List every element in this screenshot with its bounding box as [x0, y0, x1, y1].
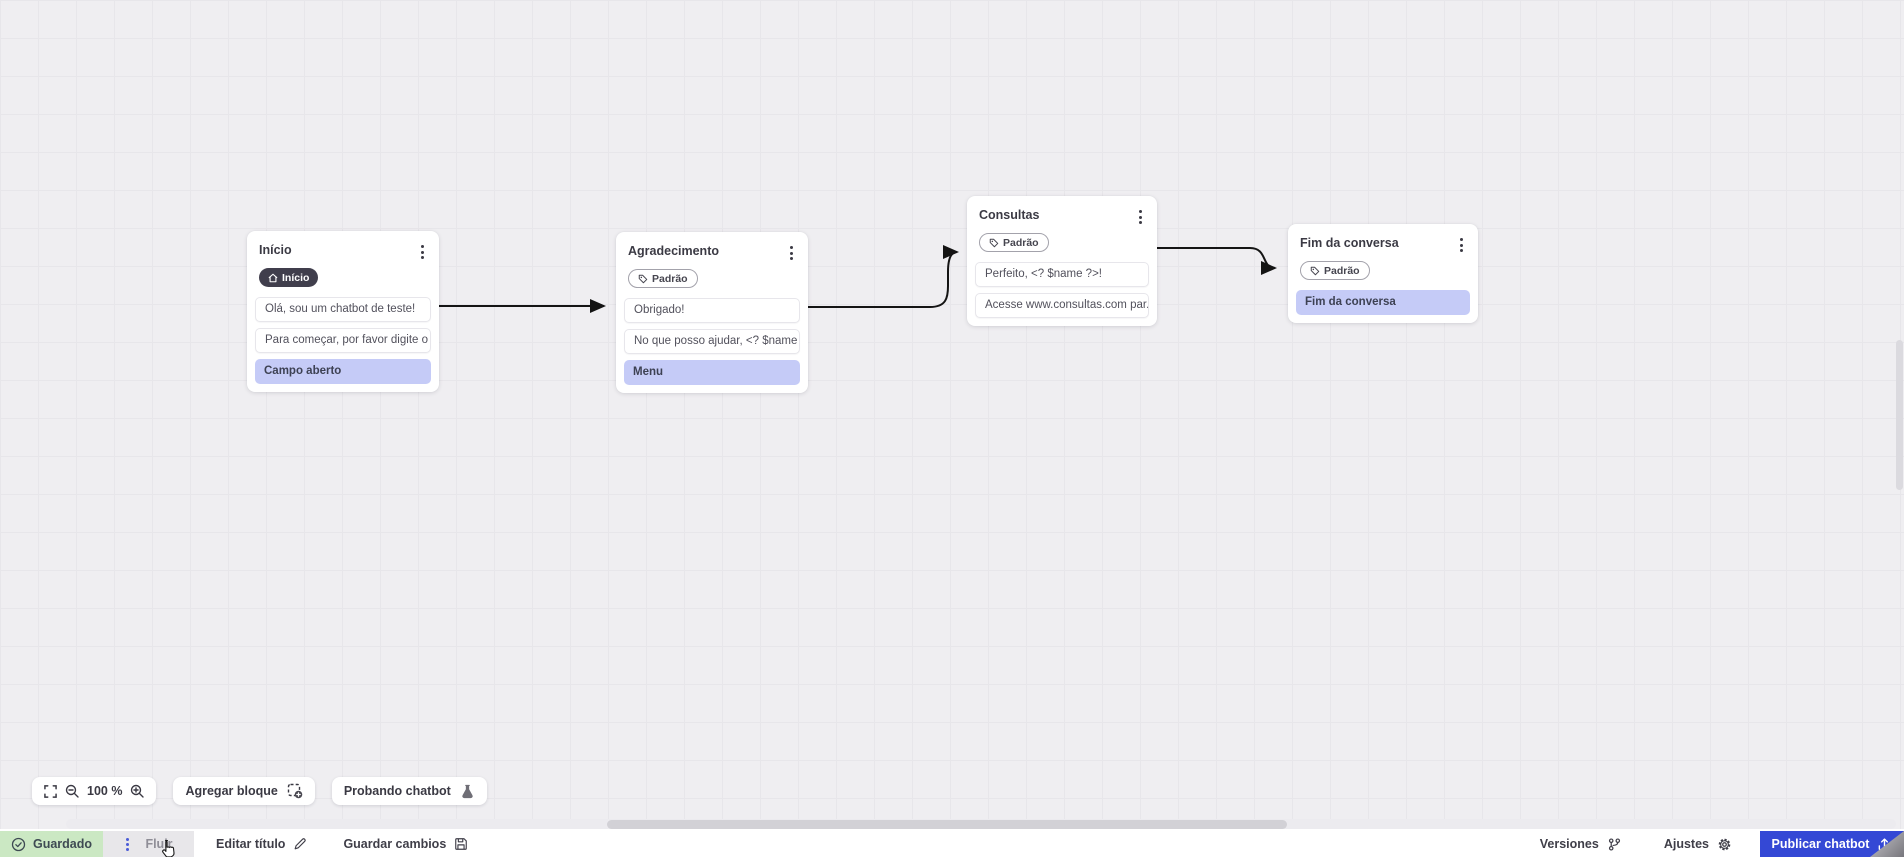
node-badge: Padrão [628, 269, 698, 288]
zoom-level: 100 % [87, 784, 123, 798]
flow-menu-icon[interactable] [124, 836, 131, 853]
node-menu-icon[interactable] [787, 244, 796, 262]
node-header: Fim da conversa Padrão [1288, 224, 1478, 281]
node-title: Início [259, 243, 292, 257]
node-badge: Padrão [1300, 261, 1370, 280]
gear-icon [1718, 838, 1731, 850]
tag-icon [989, 238, 999, 247]
node-inicio[interactable]: Início Início Olá, sou um chatbot de tes… [247, 231, 439, 392]
node-title: Agradecimento [628, 244, 719, 258]
node-menu-icon[interactable] [1457, 236, 1466, 254]
status-bar: Guardado Fluir Editar título Guardar cam… [0, 831, 1904, 857]
check-circle-icon [11, 837, 26, 851]
node-badge: Início [259, 268, 319, 287]
zoom-in-icon[interactable] [130, 784, 145, 798]
edit-title-button[interactable]: Editar título [216, 831, 307, 857]
node-header: Início Início [247, 231, 439, 288]
node-menu-icon[interactable] [1136, 208, 1145, 226]
node-message[interactable]: Para começar, por favor digite o ... [255, 327, 431, 353]
home-icon [268, 273, 278, 282]
add-block-icon [287, 783, 303, 799]
flow-tab[interactable]: Fluir [103, 831, 194, 857]
divider [0, 829, 1904, 832]
node-header: Agradecimento Padrão [616, 232, 808, 289]
node-title: Consultas [979, 208, 1040, 222]
fit-screen-icon[interactable] [44, 784, 57, 798]
zoom-controls: 100 % [32, 777, 157, 805]
flow-name-label[interactable]: Fluir [145, 837, 173, 851]
node-menu-icon[interactable] [418, 243, 427, 261]
node-action-item[interactable]: Fim da conversa [1296, 289, 1470, 315]
publish-chatbot-button[interactable]: Publicar chatbot [1760, 831, 1904, 857]
node-action-item[interactable]: Campo aberto [255, 358, 431, 384]
node-header: Consultas Padrão [967, 196, 1157, 253]
save-changes-button[interactable]: Guardar cambios [343, 831, 468, 857]
versions-label: Versiones [1539, 837, 1599, 851]
zoom-out-icon[interactable] [65, 784, 79, 798]
publish-chatbot-label: Publicar chatbot [1771, 837, 1870, 851]
node-badge: Padrão [979, 233, 1049, 252]
node-message[interactable]: No que posso ajudar, <? $name ... [624, 328, 800, 354]
node-consultas[interactable]: Consultas Padrão Perfeito, <? $name ?>! … [967, 196, 1157, 326]
edit-title-label: Editar título [216, 837, 286, 851]
save-icon [455, 838, 468, 850]
node-message[interactable]: Acesse www.consultas.com par... [975, 292, 1149, 318]
node-title: Fim da conversa [1300, 236, 1399, 250]
test-chatbot-button[interactable]: Probando chatbot [331, 777, 487, 805]
pencil-icon [295, 838, 307, 850]
versions-button[interactable]: Versiones [1540, 831, 1622, 857]
tag-icon [638, 274, 648, 283]
saved-label: Guardado [32, 837, 93, 851]
node-message[interactable]: Obrigado! [624, 297, 800, 323]
tag-icon [1310, 266, 1320, 275]
horizontal-scrollbar-thumb[interactable] [607, 819, 1287, 829]
node-action-item[interactable]: Menu [624, 359, 800, 385]
statusbar-spacer [468, 831, 1539, 857]
node-fim-da-conversa[interactable]: Fim da conversa Padrão Fim da conversa [1288, 224, 1478, 323]
node-message[interactable]: Perfeito, <? $name ?>! [975, 261, 1149, 287]
node-agradecimento[interactable]: Agradecimento Padrão Obrigado! No que po… [616, 232, 808, 393]
add-block-label: Agregar bloque [185, 784, 278, 798]
horizontal-scrollbar-track[interactable] [66, 819, 1896, 829]
node-message[interactable]: Olá, sou um chatbot de teste! [255, 296, 431, 322]
flask-icon [460, 784, 475, 799]
add-block-button[interactable]: Agregar bloque [173, 777, 315, 805]
settings-button[interactable]: Ajustes [1664, 831, 1732, 857]
upload-icon [1879, 837, 1891, 850]
vertical-scrollbar-thumb[interactable] [1896, 340, 1903, 490]
save-changes-label: Guardar cambios [343, 837, 447, 851]
test-chatbot-label: Probando chatbot [343, 784, 451, 798]
git-branch-icon [1608, 837, 1620, 851]
saved-status-badge: Guardado [0, 831, 103, 857]
settings-label: Ajustes [1663, 837, 1709, 851]
